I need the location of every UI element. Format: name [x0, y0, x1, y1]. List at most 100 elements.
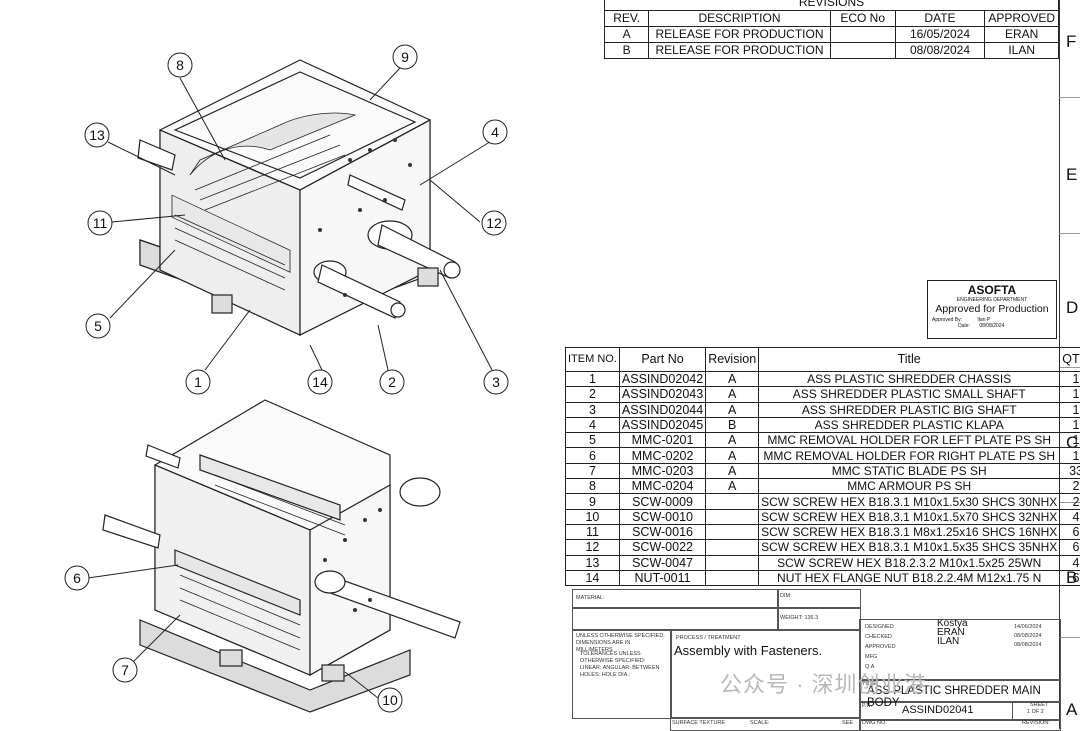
callout-6: 6 — [65, 566, 89, 590]
approved-cell: ILAN — [985, 43, 1059, 59]
part-no-cell: MMC-0204 — [619, 479, 705, 494]
description-col-header: DESCRIPTION — [649, 11, 830, 27]
part-no-cell: SCW-0022 — [619, 540, 705, 555]
revision-cell — [706, 494, 759, 509]
date-cell: 08/08/2024 — [895, 43, 985, 59]
part-no-cell: SCW-0047 — [619, 555, 705, 570]
title-cell: SCW SCREW HEX B18.2.3.2 M10x1.5x25 25WN — [759, 555, 1060, 570]
revision-row: B RELEASE FOR PRODUCTION 08/08/2024 ILAN — [605, 43, 1059, 59]
svg-text:13: 13 — [89, 127, 105, 143]
item-no-cell: 14 — [566, 570, 620, 585]
zone-divider — [1059, 637, 1080, 638]
item-no-cell: 11 — [566, 524, 620, 539]
revision-cell: A — [706, 387, 759, 402]
item-no-col-header: ITEM NO. — [566, 348, 620, 372]
callout-10: 10 — [378, 688, 402, 712]
revision-col-header: Revision — [706, 348, 759, 372]
part-no-cell: ASSIND02042 — [619, 372, 705, 387]
zone-divider — [1059, 97, 1080, 98]
item-no-cell: 5 — [566, 433, 620, 448]
svg-text:3: 3 — [492, 374, 500, 390]
revision-cell — [706, 509, 759, 524]
callout-5: 5 — [86, 314, 110, 338]
item-no-cell: 2 — [566, 387, 620, 402]
title-cell: ASS PLASTIC SHREDDER CHASSIS — [759, 372, 1060, 387]
qty-cell: 1 — [1060, 402, 1080, 417]
svg-text:10: 10 — [382, 692, 398, 708]
isometric-view-bottom — [103, 400, 460, 712]
part-number: ASSIND02041 — [902, 704, 974, 716]
qty-cell: 6 — [1060, 524, 1080, 539]
process-value: Assembly with Fasteners. — [674, 643, 822, 658]
zone-label-a: A — [1066, 700, 1077, 720]
qty-cell: 1 — [1060, 433, 1080, 448]
stamp-status: Approved for Production — [928, 303, 1056, 315]
callout-11: 11 — [88, 211, 112, 235]
revision-cell: A — [706, 463, 759, 478]
qty-cell: 6 — [1060, 570, 1080, 585]
part-no-cell: ASSIND02045 — [619, 417, 705, 432]
see-label: SEE — [842, 720, 853, 726]
approved-by: ILAN — [937, 637, 968, 646]
revision-cell — [706, 540, 759, 555]
eco-cell — [830, 43, 895, 59]
role-labels: DESIGNED CHECKED APPROVED MFG Q.A — [865, 622, 896, 672]
title-block: MATERIAL: DIM: WEIGHT: 136.3 UNLESS OTHE… — [572, 589, 1059, 729]
svg-text:5: 5 — [94, 318, 102, 334]
tolerances-note: TOLERANCES UNLESS OTHERWISE SPECIFIED: L… — [580, 651, 664, 679]
revision-row: A RELEASE FOR PRODUCTION 16/05/2024 ERAN — [605, 27, 1059, 43]
revision-cell: A — [706, 448, 759, 463]
date-col-header: DATE — [895, 11, 985, 27]
sheet-value: 1 OF 2 — [1027, 709, 1044, 715]
item-no-cell: 13 — [566, 555, 620, 570]
item-no-cell: 8 — [566, 479, 620, 494]
part-no-cell: ASSIND02044 — [619, 402, 705, 417]
eco-cell — [830, 27, 895, 43]
role-dates: 14/06/2024 08/08/2024 08/08/2024 — [1014, 623, 1042, 650]
title-cell: MMC STATIC BLADE PS SH — [759, 463, 1060, 478]
rev-col-header: REV. — [605, 11, 649, 27]
qty-cell: 4 — [1060, 509, 1080, 524]
callout-12: 12 — [482, 211, 506, 235]
zone-divider — [1059, 233, 1080, 234]
part-no-cell: NUT-0011 — [619, 570, 705, 585]
part-no-cell: MMC-0202 — [619, 448, 705, 463]
approved-col-header: APPROVED — [985, 11, 1059, 27]
qty-cell: 1 — [1060, 417, 1080, 432]
revision-cell — [706, 524, 759, 539]
date-cell: 16/05/2024 — [895, 27, 985, 43]
qty-col-header: QTY. — [1060, 348, 1080, 372]
process-label: PROCESS / TREATMENT — [676, 635, 741, 641]
item-no-cell: 9 — [566, 494, 620, 509]
qty-cell: 6 — [1060, 540, 1080, 555]
bom-header-row: ITEM NO. Part No Revision Title QTY. — [566, 348, 1080, 372]
role-names: Kostya ERAN ILAN — [937, 619, 968, 646]
rev-cell: A — [605, 27, 649, 43]
assembly-drawing-views: 8 9 13 4 11 12 5 1 14 2 3 6 7 10 — [0, 0, 560, 729]
qty-cell: 4 — [1060, 555, 1080, 570]
revision-cell — [706, 570, 759, 585]
eco-col-header: ECO No — [830, 11, 895, 27]
svg-text:9: 9 — [401, 49, 409, 65]
pn-label: P.N. — [862, 703, 872, 709]
callout-4: 4 — [483, 120, 507, 144]
callout-9: 9 — [393, 45, 417, 69]
item-no-cell: 3 — [566, 402, 620, 417]
bill-of-materials-table: ITEM NO. Part No Revision Title QTY. 1AS… — [565, 347, 1080, 586]
item-no-cell: 10 — [566, 509, 620, 524]
revision-cell — [706, 555, 759, 570]
part-no-cell: MMC-0203 — [619, 463, 705, 478]
svg-text:6: 6 — [73, 570, 81, 586]
item-no-cell: 12 — [566, 540, 620, 555]
revision-cell: A — [706, 479, 759, 494]
title-cell: MMC REMOVAL HOLDER FOR RIGHT PLATE PS SH — [759, 448, 1060, 463]
title-cell: ASS SHREDDER PLASTIC SMALL SHAFT — [759, 387, 1060, 402]
